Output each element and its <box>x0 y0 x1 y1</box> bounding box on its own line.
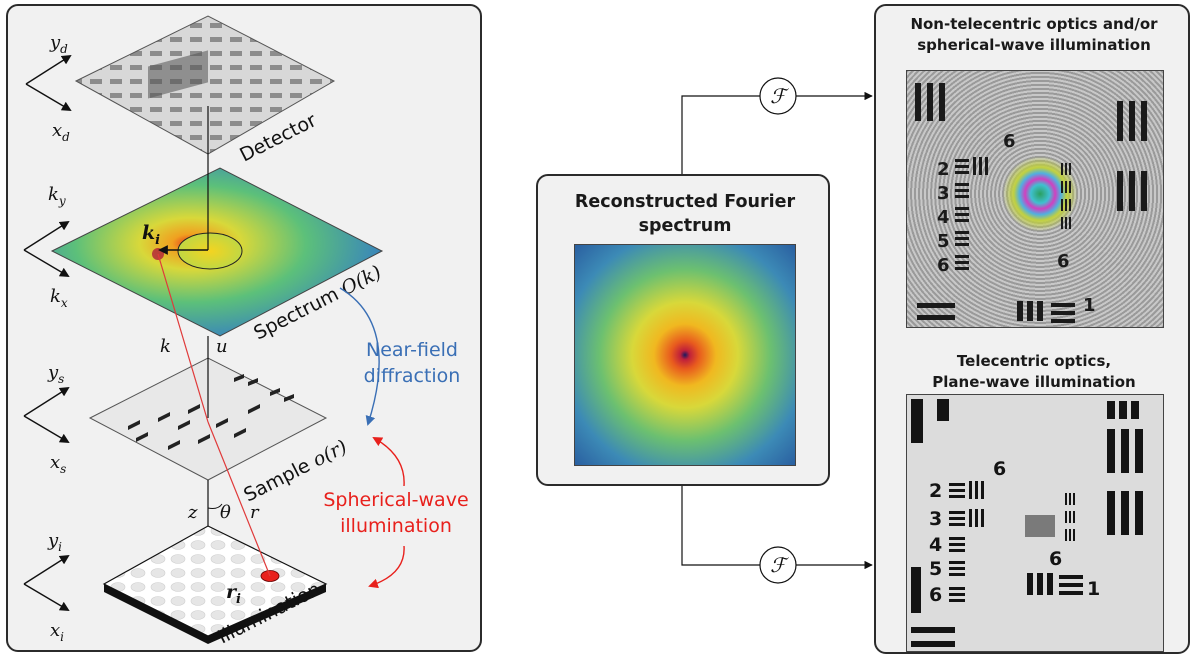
svg-text:2: 2 <box>929 480 942 502</box>
spherical-label-line1: Spherical-wave <box>323 489 468 511</box>
svg-text:1: 1 <box>1087 578 1100 600</box>
svg-text:xd: xd <box>52 120 70 144</box>
near-field-label-line2: diffraction <box>364 365 461 387</box>
svg-text:6: 6 <box>993 458 1006 480</box>
svg-text:4: 4 <box>929 534 942 556</box>
fourier-operator-top <box>759 77 797 115</box>
r-i-label: ri <box>226 581 241 607</box>
svg-text:3: 3 <box>929 508 942 530</box>
right-panel: Non-telecentric optics and/or spherical-… <box>874 4 1190 654</box>
illumination-plane-side <box>104 584 208 644</box>
svg-text:6: 6 <box>929 584 942 606</box>
svg-text:3: 3 <box>937 183 950 204</box>
detector-plane <box>74 15 336 155</box>
non-telecentric-target-svg: 2 3 4 5 6 6 6 1 <box>915 83 1147 323</box>
illumination-led-array <box>102 525 328 637</box>
center-title-line1: Reconstructed Fourier <box>574 192 796 212</box>
spectrum-axes: ky kx <box>23 184 70 310</box>
spherical-label-line2: illumination <box>340 515 452 537</box>
schematic-svg: Detector ki Spectrum O(k) Samp <box>23 15 469 648</box>
svg-text:yd: yd <box>49 32 68 56</box>
svg-text:4: 4 <box>937 207 950 228</box>
telecentric-title: Telecentric optics, Plane-wave illuminat… <box>876 351 1192 393</box>
svg-text:1: 1 <box>1083 295 1096 316</box>
theta-label: θ <box>220 502 231 523</box>
center-panel: Reconstructed Fourier spectrum <box>536 174 830 486</box>
detector-axes: yd xd <box>25 32 72 144</box>
svg-text:xs: xs <box>50 452 66 476</box>
telecentric-target-svg: 2 3 45 6 6 6 1 <box>911 399 1143 647</box>
svg-text:kx: kx <box>50 286 68 310</box>
connector-top <box>681 95 760 174</box>
ray-sample-to-spectrum <box>157 253 209 423</box>
svg-text:6: 6 <box>1057 251 1070 272</box>
fourier-operator-bottom <box>759 546 797 584</box>
near-field-label-line1: Near-field <box>366 339 458 361</box>
u-label: u <box>216 336 228 357</box>
svg-text:xi: xi <box>50 620 64 644</box>
svg-text:6: 6 <box>1003 131 1016 152</box>
fourier-symbol-top: ℱ <box>770 84 789 108</box>
fourier-symbol-bottom: ℱ <box>770 553 789 577</box>
non-telecentric-title-line1: Non-telecentric optics and/or <box>910 15 1158 33</box>
sample-axes: ys xs <box>23 362 70 476</box>
svg-text:6: 6 <box>1049 548 1062 570</box>
detector-blur-pattern <box>148 50 208 99</box>
telecentric-title-line1: Telecentric optics, <box>956 352 1112 370</box>
telecentric-title-line2: Plane-wave illumination <box>932 373 1136 391</box>
near-field-arrow <box>339 287 380 426</box>
z-label: z <box>187 502 198 523</box>
non-telecentric-title: Non-telecentric optics and/or spherical-… <box>876 14 1192 56</box>
ray-led-to-sample <box>207 421 271 577</box>
k-i-label: ki <box>142 222 160 248</box>
center-title-line2: spectrum <box>638 216 732 236</box>
sample-target-bars <box>128 374 294 450</box>
svg-text:ys: ys <box>47 362 64 386</box>
spherical-arrow-down <box>368 545 405 589</box>
spherical-arrow-up <box>372 437 405 487</box>
sample-plane <box>88 357 328 481</box>
non-telecentric-reconstruction-image: 2 3 4 5 6 6 6 1 <box>906 70 1164 328</box>
illumination-axes: yi xi <box>23 530 70 644</box>
svg-text:yi: yi <box>47 530 62 554</box>
left-panel-schematic: Detector ki Spectrum O(k) Samp <box>6 4 482 652</box>
svg-text:ky: ky <box>48 184 66 208</box>
connector-bottom <box>681 486 760 566</box>
svg-text:2: 2 <box>937 159 950 180</box>
theta-arc <box>207 503 223 509</box>
svg-text:5: 5 <box>929 558 942 580</box>
non-telecentric-title-line2: spherical-wave illumination <box>917 36 1151 54</box>
spectrum-pupil-disc <box>177 232 243 270</box>
illumination-plane-side-right <box>208 584 326 644</box>
k-label: k <box>160 336 171 357</box>
svg-text:5: 5 <box>937 231 950 252</box>
svg-text:6: 6 <box>937 255 950 276</box>
center-title: Reconstructed Fourier spectrum <box>538 190 832 238</box>
r-label: r <box>250 502 260 523</box>
reconstructed-spectrum-image <box>574 244 796 466</box>
